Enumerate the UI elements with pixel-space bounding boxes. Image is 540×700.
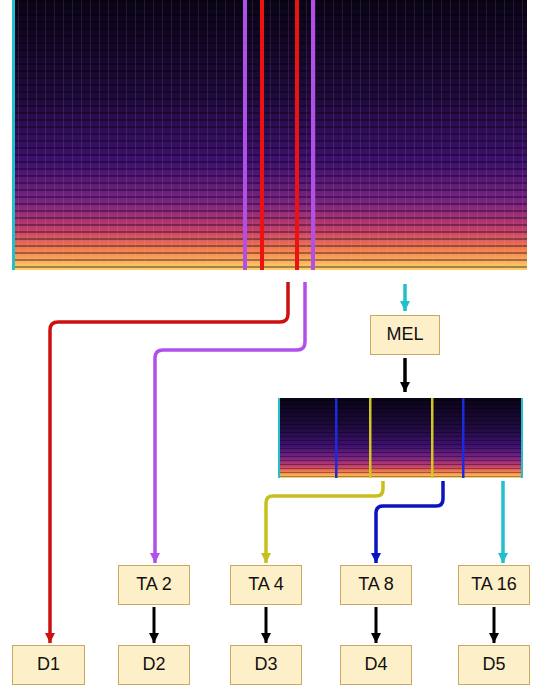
box-label: TA 4	[248, 575, 284, 595]
flow-arrow	[266, 481, 383, 563]
flow-arrow	[403, 358, 407, 392]
box-label: TA 16	[471, 575, 517, 595]
spectrogram-ground	[278, 398, 523, 478]
box-label: D5	[482, 655, 505, 675]
box-label: D2	[142, 655, 165, 675]
process-box: TA 2	[118, 565, 190, 605]
box-label: D1	[37, 655, 60, 675]
box-label: D3	[254, 655, 277, 675]
process-box: D1	[12, 645, 85, 685]
mel-spectrogram	[278, 398, 523, 478]
flow-arrow	[153, 607, 156, 643]
window-mark	[431, 398, 434, 478]
process-box: TA 16	[458, 565, 530, 605]
process-box: MEL	[370, 315, 440, 355]
process-box: D4	[340, 645, 412, 685]
spectrogram-texture	[12, 0, 527, 270]
window-mark	[12, 0, 15, 270]
window-mark	[335, 398, 338, 478]
spectrogram-texture	[12, 0, 527, 270]
window-mark	[278, 398, 280, 478]
window-mark	[311, 0, 315, 270]
spectrogram-texture	[278, 398, 523, 478]
flow-arrow	[50, 282, 288, 643]
process-box: D5	[458, 645, 530, 685]
box-label: TA 2	[136, 575, 172, 595]
window-mark	[243, 0, 247, 270]
flow-arrow	[375, 607, 378, 643]
spectrogram	[12, 0, 527, 270]
box-label: MEL	[386, 325, 423, 345]
box-label: D4	[364, 655, 387, 675]
window-mark	[521, 398, 523, 478]
box-label: TA 8	[358, 575, 394, 595]
spectrogram-ground	[12, 0, 527, 270]
process-box: TA 8	[340, 565, 412, 605]
flow-arrow	[493, 607, 496, 643]
flow-arrow	[376, 481, 443, 563]
process-box: D3	[230, 645, 302, 685]
window-mark	[295, 0, 299, 270]
window-mark	[369, 398, 372, 478]
flow-arrow	[155, 282, 305, 563]
window-mark	[462, 398, 465, 478]
flow-arrow	[501, 481, 505, 563]
process-box: D2	[118, 645, 190, 685]
window-mark	[260, 0, 264, 270]
flow-arrow	[403, 284, 407, 311]
flow-arrow	[265, 607, 268, 643]
process-box: TA 4	[230, 565, 302, 605]
